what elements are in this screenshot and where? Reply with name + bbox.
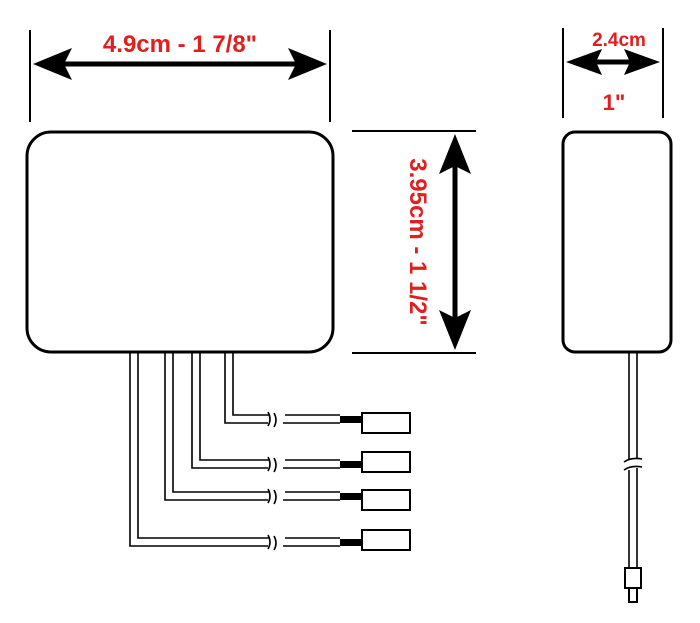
connector-4 [361,529,411,551]
connector-3 [361,489,411,511]
width-label: 4.9cm - 1 7/8" [103,31,257,58]
wire-break-3 [267,488,277,505]
wire-harness [129,352,411,551]
side-cable [623,352,643,603]
wire-3 [164,352,411,511]
side-connector-tip [628,587,638,603]
cable-break [623,457,643,471]
connector-neck-3 [340,493,362,500]
depth-cm-label: 2.4cm [592,30,646,51]
height-arrow [439,134,471,350]
wire-break-1 [267,411,277,428]
connector-neck-4 [340,539,362,546]
side-connector [624,567,642,589]
wire-4 [129,352,411,551]
depth-in-label: 1" [603,90,626,115]
device-body-side [561,130,673,354]
wire-2 [191,352,411,473]
wire-1 [224,352,411,434]
connector-neck-1 [340,416,362,423]
connector-neck-2 [340,461,362,468]
connector-1 [361,412,411,434]
height-label: 3.95cm - 1 1/2" [404,158,431,325]
front-view: 4.9cm - 1 7/8" 3.95cm - 1 1/2" [25,30,476,551]
wire-break-2 [267,456,277,473]
wire-break-4 [267,534,277,551]
width-arrow [33,48,327,80]
side-view: 2.4cm 1" [561,28,673,603]
depth-arrow [566,49,660,75]
connector-2 [361,451,411,473]
device-body-front [25,130,335,354]
